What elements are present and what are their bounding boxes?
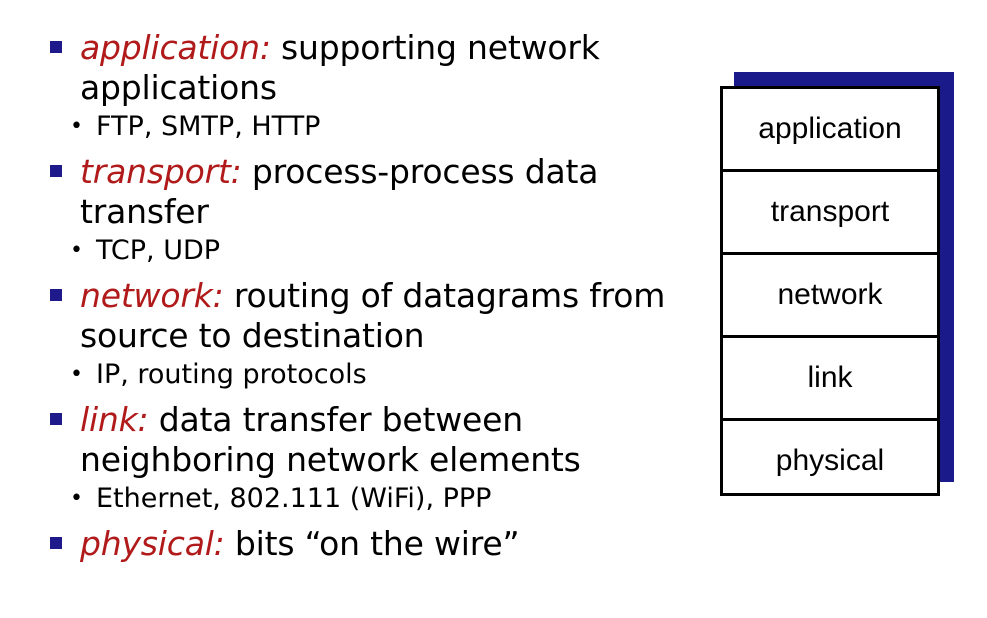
sub-item-network: • IP, routing protocols [48, 356, 688, 394]
sub-item-application: • FTP, SMTP, HTTP [48, 108, 688, 146]
stack-layer-link: link [723, 338, 937, 421]
stack-layer-application: application [723, 89, 937, 172]
stack-layer-transport: transport [723, 172, 937, 255]
dot-bullet-icon: • [70, 238, 83, 263]
protocol-stack-diagram: application transport network link physi… [720, 72, 956, 498]
dot-bullet-icon: • [70, 486, 83, 511]
sub-item-transport: • TCP, UDP [48, 232, 688, 270]
protocol-stack: application transport network link physi… [720, 86, 940, 496]
examples-link: Ethernet, 802.111 (WiFi), PPP [96, 483, 492, 514]
examples-transport: TCP, UDP [96, 235, 221, 266]
term-application: application: [80, 28, 271, 67]
sub-item-link: • Ethernet, 802.111 (WiFi), PPP [48, 480, 688, 518]
list-item-transport: transport: process-process data transfer [48, 152, 688, 232]
list-item-link: link: data transfer between neighboring … [48, 400, 688, 480]
dot-bullet-icon: • [70, 362, 83, 387]
description-transport: process-process data transfer [80, 152, 599, 231]
description-link: data transfer between neighboring networ… [80, 400, 581, 479]
description-application: supporting network applications [80, 28, 600, 107]
square-bullet-icon [50, 289, 62, 301]
term-link: link: [80, 400, 149, 439]
list-item-physical: physical: bits “on the wire” [48, 524, 688, 564]
list-item-network: network: routing of datagrams from sourc… [48, 276, 688, 356]
bullet-list: application: supporting network applicat… [48, 28, 688, 564]
square-bullet-icon [50, 165, 62, 177]
dot-bullet-icon: • [70, 114, 83, 139]
term-transport: transport: [80, 152, 242, 191]
square-bullet-icon [50, 537, 62, 549]
stack-layer-physical: physical [775, 444, 885, 477]
term-physical: physical: [80, 524, 225, 563]
stack-layer-network: network [723, 255, 937, 338]
list-item-application: application: supporting network applicat… [48, 28, 688, 108]
examples-network: IP, routing protocols [96, 359, 367, 390]
description-network: routing of datagrams from source to dest… [80, 276, 666, 355]
square-bullet-icon [50, 41, 62, 53]
description-physical: bits “on the wire” [224, 524, 520, 563]
examples-application: FTP, SMTP, HTTP [96, 111, 321, 142]
square-bullet-icon [50, 413, 62, 425]
term-network: network: [80, 276, 224, 315]
